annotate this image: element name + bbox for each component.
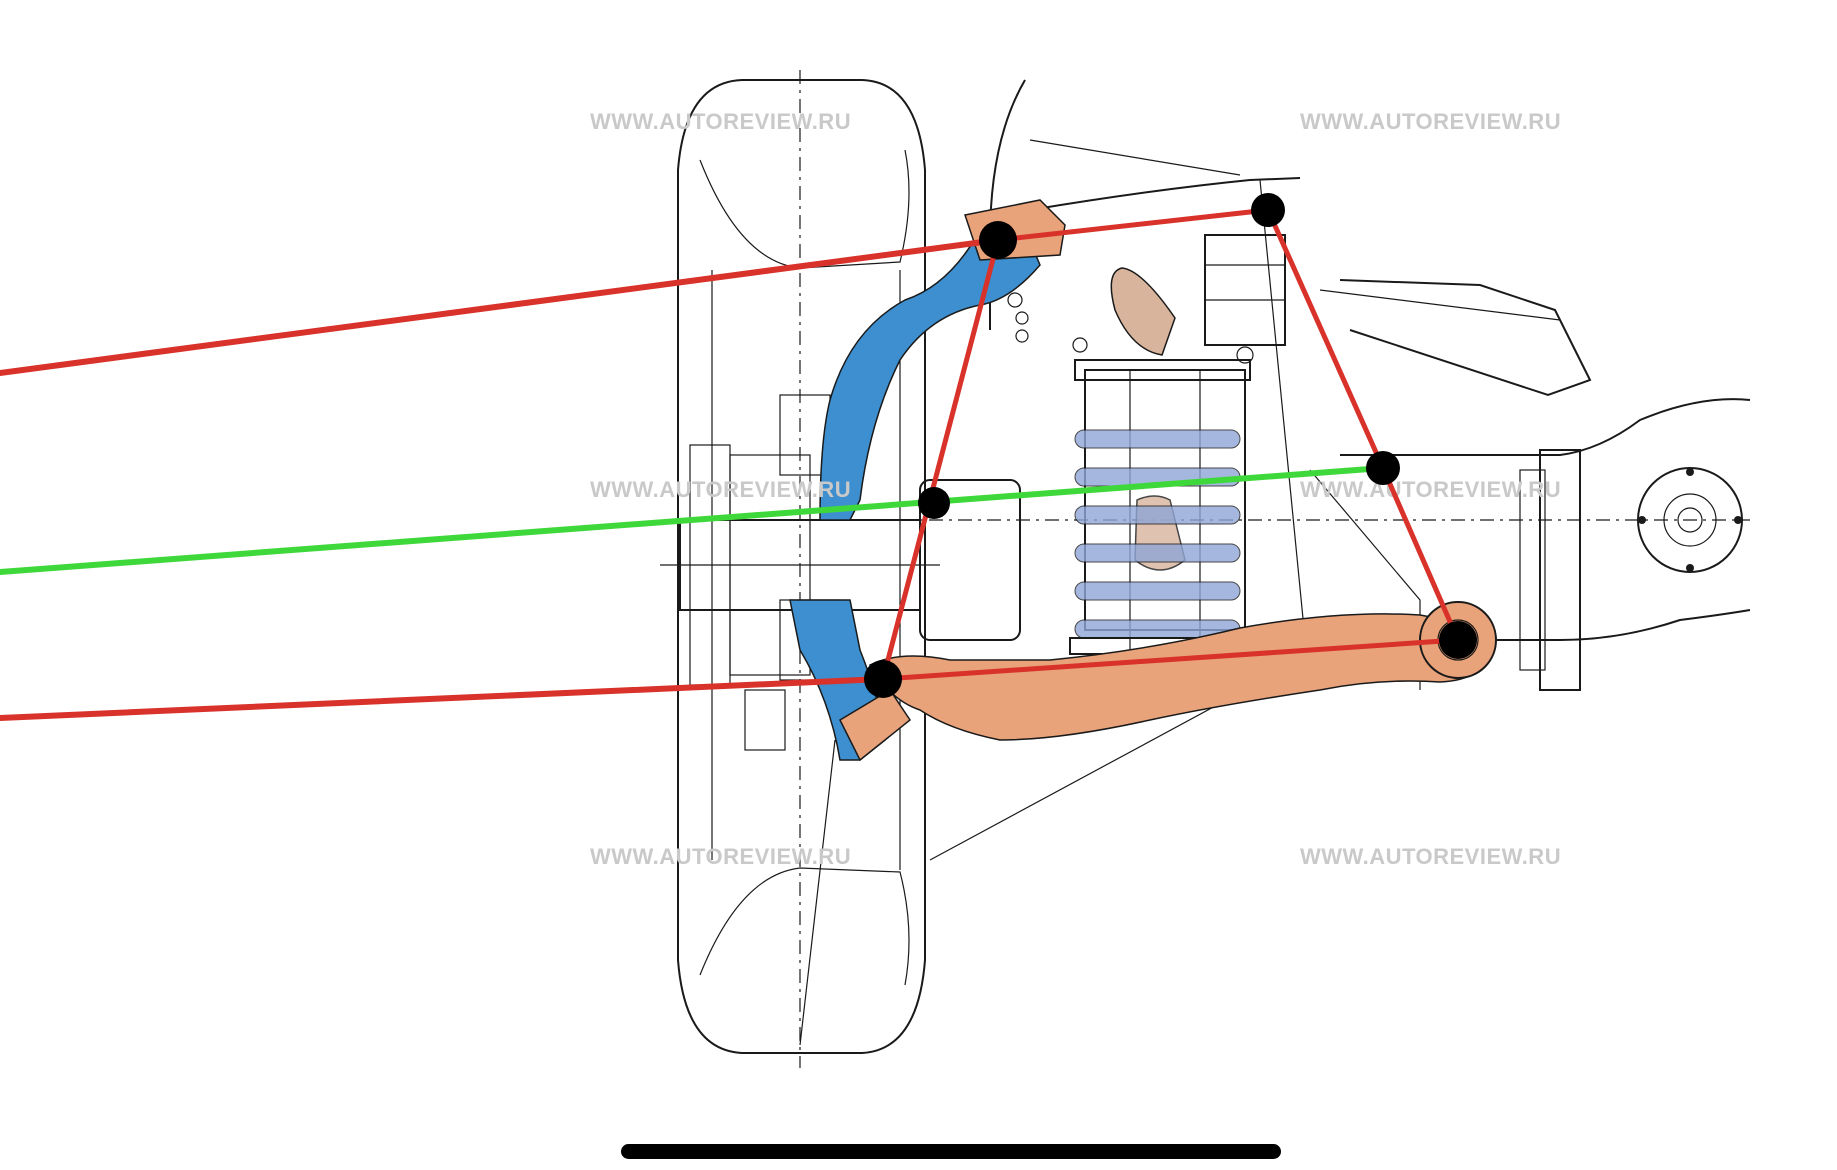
kingpin-axis-line [880, 237, 1001, 682]
pivot-lower-ball-joint [864, 660, 902, 698]
watermark-middle-right: WWW.AUTOREVIEW.RU [1300, 477, 1561, 502]
roll-axis-line [0, 465, 1386, 575]
bump-stop [1110, 267, 1186, 571]
home-indicator-bar[interactable] [621, 1144, 1281, 1159]
pivot-frame-intersection [1366, 451, 1400, 485]
pivot-upper-inner [1251, 193, 1285, 227]
upper-arm-line [995, 207, 1271, 243]
upper-mount-bracket [1072, 234, 1286, 364]
watermark-group: WWW.AUTOREVIEW.RU WWW.AUTOREVIEW.RU WWW.… [590, 109, 1561, 869]
watermark-top-right: WWW.AUTOREVIEW.RU [1300, 109, 1561, 134]
upper-arm-extension-line [0, 237, 1001, 376]
lower-control-arm [839, 601, 1497, 762]
wheel-tyre [677, 70, 926, 1068]
pivot-lower-inner [1439, 621, 1477, 659]
frame-link-upper-line [1265, 207, 1386, 471]
lower-arm-line [880, 637, 1461, 682]
pivot-roll-center [918, 487, 950, 519]
watermark-middle-left: WWW.AUTOREVIEW.RU [590, 477, 851, 502]
lower-arm-extension-line [0, 676, 886, 721]
coil-spring [1069, 359, 1251, 655]
pivot-upper-ball-joint [979, 221, 1017, 259]
frame-link-lower-line [1380, 465, 1461, 643]
right-hub-flange [1637, 467, 1743, 573]
watermark-bottom-left: WWW.AUTOREVIEW.RU [590, 844, 851, 869]
watermark-bottom-right: WWW.AUTOREVIEW.RU [1300, 844, 1561, 869]
geometry-overlay [0, 193, 1477, 721]
watermark-top-left: WWW.AUTOREVIEW.RU [590, 109, 851, 134]
